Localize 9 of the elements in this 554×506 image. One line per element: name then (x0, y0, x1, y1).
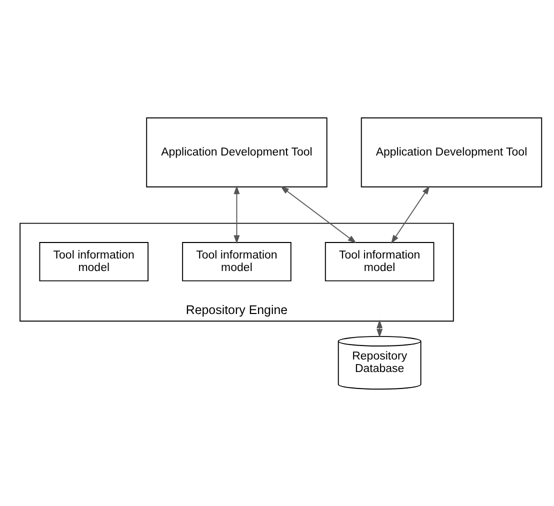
arrow (376, 319, 383, 338)
arrow (391, 185, 430, 244)
node-box: Tool information model (182, 242, 292, 281)
node-box: Tool information model (39, 242, 149, 281)
arrow (234, 185, 240, 244)
node-box: Application Development Tool (360, 116, 542, 187)
arrow (280, 186, 356, 243)
node-box: Application Development Tool (146, 116, 328, 187)
node-box: Tool information model (324, 242, 434, 281)
